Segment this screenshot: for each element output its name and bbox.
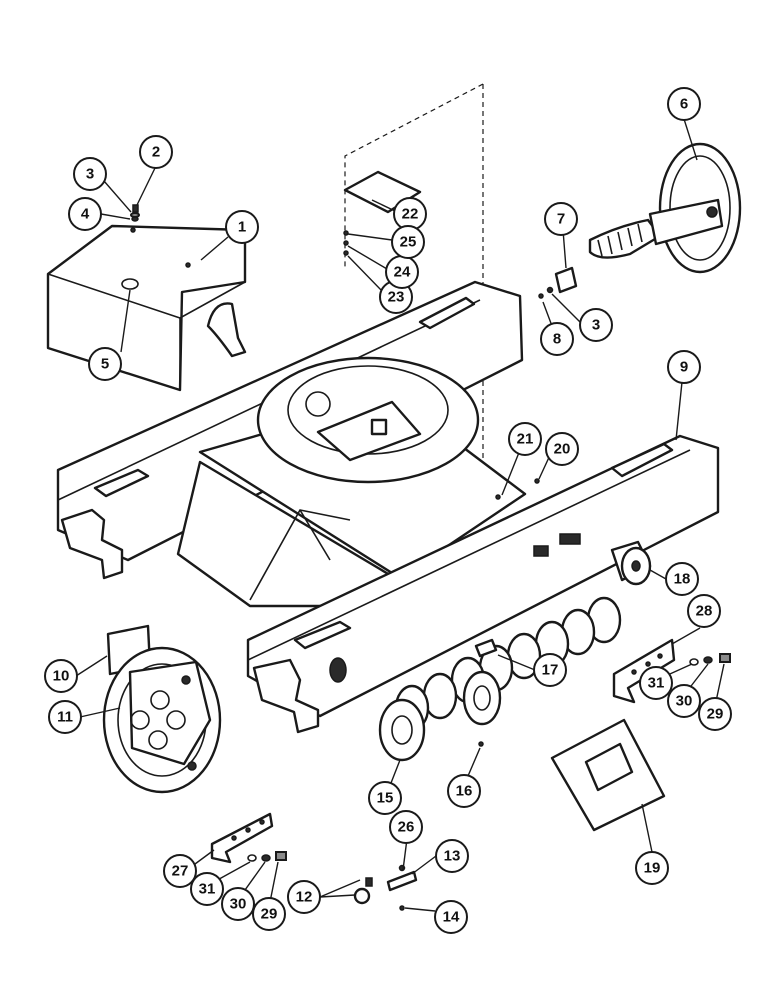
callout-label: 19: [644, 860, 661, 877]
cover-bolt-stack: [130, 204, 140, 222]
callout-label: 16: [456, 783, 473, 800]
callout-16: 16: [447, 774, 481, 808]
callout-label: 24: [394, 264, 411, 281]
callout-4: 4: [68, 197, 102, 231]
callout-label: 31: [648, 675, 665, 692]
callout-30-left: 30: [221, 887, 255, 921]
callout-label: 31: [199, 881, 216, 898]
carrier-roller-part: [610, 540, 652, 586]
callout-label: 20: [554, 441, 571, 458]
callout-24: 24: [385, 255, 419, 289]
callout-13: 13: [435, 839, 469, 873]
callout-label: 14: [443, 909, 460, 926]
callout-9: 9: [667, 350, 701, 384]
cover-part: [46, 224, 247, 392]
hardware-set-left: [247, 851, 287, 862]
callout-3-idler: 3: [579, 308, 613, 342]
callout-label: 3: [592, 317, 600, 334]
callout-label: 18: [674, 571, 691, 588]
bolt-21: [495, 494, 501, 500]
callout-label: 15: [377, 790, 394, 807]
callout-label: 22: [402, 206, 419, 223]
callout-label: 8: [553, 331, 561, 348]
callout-label: 2: [152, 144, 160, 161]
callout-27: 27: [163, 854, 197, 888]
track-frame: [56, 280, 720, 734]
leader-lines: [75, 118, 725, 912]
callout-label: 27: [172, 863, 189, 880]
callout-7: 7: [544, 202, 578, 236]
callout-label: 3: [86, 166, 94, 183]
callout-label: 23: [388, 289, 405, 306]
callout-11: 11: [48, 700, 82, 734]
callout-5: 5: [88, 347, 122, 381]
washer-20: [534, 478, 540, 484]
callout-28: 28: [687, 594, 721, 628]
callout-label: 29: [707, 706, 724, 723]
callout-21: 21: [508, 422, 542, 456]
callout-2: 2: [139, 135, 173, 169]
callout-12: 12: [287, 880, 321, 914]
callout-label: 6: [680, 96, 688, 113]
clip-hardware: [353, 864, 418, 911]
callout-label: 13: [444, 848, 461, 865]
callout-label: 1: [238, 219, 246, 236]
callout-26: 26: [389, 810, 423, 844]
callout-31-right: 31: [639, 666, 673, 700]
callout-label: 9: [680, 359, 688, 376]
track-rollers: [378, 596, 622, 762]
callout-8: 8: [540, 322, 574, 356]
callout-3-cover: 3: [73, 157, 107, 191]
callout-18: 18: [665, 562, 699, 596]
callout-29-left: 29: [252, 897, 286, 931]
callout-22: 22: [393, 197, 427, 231]
callout-label: 25: [400, 234, 417, 251]
callout-1: 1: [225, 210, 259, 244]
grease-fitting-part: [538, 266, 578, 299]
callout-14: 14: [434, 900, 468, 934]
drive-motor-sprocket: [102, 624, 222, 794]
callout-label: 30: [676, 693, 693, 710]
idler-recoil-assembly: [588, 142, 742, 274]
callout-25: 25: [391, 225, 425, 259]
callout-label: 26: [398, 819, 415, 836]
callout-label: 10: [53, 668, 70, 685]
hardware-set-right: [689, 653, 731, 666]
callout-20: 20: [545, 432, 579, 466]
callout-30-right: 30: [667, 684, 701, 718]
callout-label: 4: [81, 206, 90, 223]
callout-19: 19: [635, 851, 669, 885]
callout-15: 15: [368, 781, 402, 815]
callout-10: 10: [44, 659, 78, 693]
callout-label: 28: [696, 603, 713, 620]
callout-6: 6: [667, 87, 701, 121]
callout-label: 29: [261, 906, 278, 923]
callout-label: 30: [230, 896, 247, 913]
callout-label: 21: [517, 431, 534, 448]
callout-label: 11: [57, 709, 73, 726]
track-guard-27: [210, 812, 274, 864]
track-shoe-part: [550, 718, 666, 832]
callout-label: 12: [296, 889, 313, 906]
callout-label: 17: [542, 662, 559, 679]
callout-17: 17: [533, 653, 567, 687]
callout-label: 7: [557, 211, 565, 228]
callout-23: 23: [379, 280, 413, 314]
callout-label: 5: [101, 356, 109, 373]
callout-29-right: 29: [698, 697, 732, 731]
callout-31-left: 31: [190, 872, 224, 906]
